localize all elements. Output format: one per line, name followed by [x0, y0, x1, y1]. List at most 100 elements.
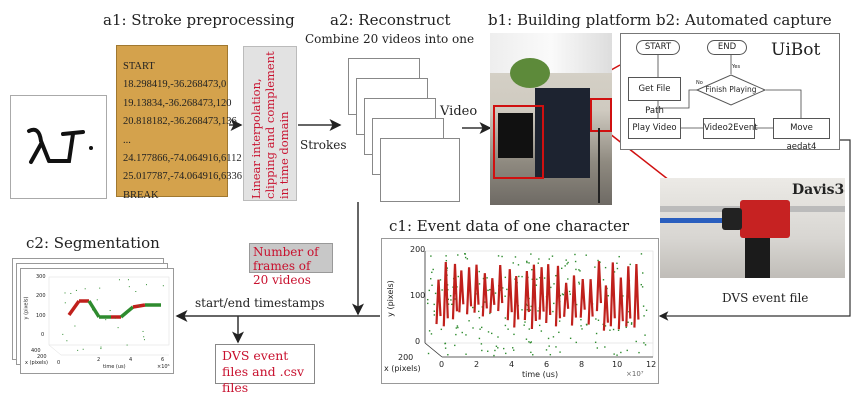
event-point: [497, 336, 499, 338]
event-point: [597, 259, 599, 262]
c2-ttick: 6: [161, 357, 165, 363]
event-point: [569, 337, 572, 340]
flow-move-aedat4: Move aedat4: [773, 118, 830, 152]
platform-photo: [490, 33, 612, 205]
preprocess-text: Linear interpolation, clipping and compl…: [249, 50, 291, 199]
event-point: [505, 352, 507, 355]
event-point: [630, 323, 633, 325]
event-point: [457, 326, 459, 329]
event-point: [135, 291, 137, 293]
event-point: [428, 330, 431, 332]
c1-ttick: 10: [612, 360, 623, 369]
event-point: [555, 346, 557, 348]
event-point: [602, 279, 605, 281]
flow-yes: Yes: [732, 64, 741, 70]
camera-label: Davis346: [792, 182, 845, 198]
event-point: [497, 255, 500, 257]
event-point: [569, 293, 571, 295]
event-stroke: [530, 264, 537, 330]
event-point: [481, 349, 483, 352]
flow-finish-playing: Finish Playing: [705, 85, 757, 94]
c2-xtick: 200: [37, 354, 47, 360]
c1-ttick: 2: [474, 360, 480, 369]
event-point: [64, 292, 66, 294]
event-point: [644, 344, 647, 346]
event-point: [465, 334, 467, 336]
flow-play-video: Play Video: [628, 118, 681, 139]
event-stroke: [451, 263, 459, 320]
event-point: [595, 332, 598, 335]
event-point: [447, 354, 449, 356]
event-point: [553, 302, 555, 305]
flow-connectors: [657, 55, 802, 129]
event-point: [616, 267, 619, 270]
event-point: [138, 305, 140, 307]
c2-ytick: 200: [36, 293, 46, 299]
event-point: [62, 333, 64, 335]
c1-xtick: 0: [439, 360, 445, 369]
event-stroke: [523, 271, 530, 321]
c2-ttick: 4: [129, 357, 133, 363]
event-point: [612, 328, 615, 331]
event-point: [128, 286, 130, 288]
event-point: [70, 292, 72, 294]
event-point: [540, 330, 543, 332]
event-point: [465, 353, 467, 355]
event-point: [530, 351, 532, 354]
event-point: [479, 328, 481, 330]
c1-ttick: 6: [544, 360, 550, 369]
event-point: [464, 256, 467, 259]
event-point: [581, 328, 583, 330]
event-point: [596, 347, 599, 349]
event-stroke: [458, 270, 465, 313]
event-point: [432, 268, 434, 271]
event-point: [595, 318, 597, 320]
event-point: [455, 333, 457, 336]
data-line: 20.818182,-36.268473,136: [123, 116, 237, 128]
event-point: [521, 275, 523, 278]
event-point: [440, 328, 443, 331]
event-point: [445, 259, 448, 262]
event-point: [550, 286, 552, 289]
event-point: [645, 309, 648, 312]
flow-start: START: [636, 40, 680, 55]
event-point: [127, 279, 129, 281]
event-point: [441, 289, 443, 291]
event-point: [578, 269, 580, 271]
event-point: [548, 345, 550, 347]
event-point: [635, 340, 637, 343]
event-point: [506, 288, 508, 291]
event-point: [526, 309, 529, 311]
event-point: [449, 295, 452, 297]
title-b2: b2: Automated capture: [656, 11, 832, 29]
c1-multiplier: ×10⁷: [626, 370, 644, 378]
event-stroke: [538, 267, 545, 320]
event-point: [528, 328, 530, 330]
event-point: [518, 275, 520, 278]
event-point: [143, 339, 145, 341]
event-stroke: [595, 261, 603, 312]
event-point: [604, 346, 606, 348]
data-line: START: [123, 61, 155, 72]
event-point: [490, 332, 493, 335]
event-point: [512, 347, 514, 349]
title-a2: a2: Reconstruct: [330, 11, 451, 29]
event-point: [567, 278, 569, 280]
event-point: [531, 278, 534, 281]
video-frames-stack: [345, 58, 465, 208]
video-frame: [380, 138, 460, 202]
event-point: [559, 294, 562, 297]
event-point: [594, 341, 597, 344]
event-stroke: [625, 266, 632, 327]
event-point: [640, 283, 642, 286]
event-point: [82, 348, 84, 350]
event-stroke: [563, 282, 570, 317]
preprocess-box: Linear interpolation, clipping and compl…: [243, 46, 297, 201]
event-point: [558, 331, 560, 334]
event-stroke: [617, 277, 624, 330]
event-point: [454, 298, 456, 300]
event-point: [552, 310, 554, 313]
event-point: [643, 342, 645, 344]
event-point: [566, 263, 568, 265]
event-point: [528, 341, 530, 343]
